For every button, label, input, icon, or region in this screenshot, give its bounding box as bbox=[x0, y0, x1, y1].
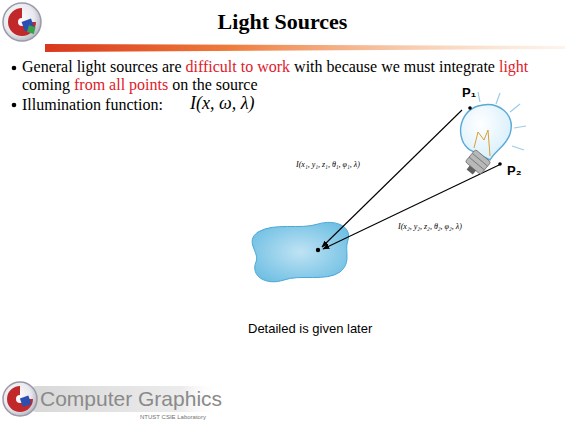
bullet-word: light bbox=[77, 58, 110, 75]
caption-note: Detailed is given later bbox=[248, 322, 372, 337]
bullet-word: are bbox=[162, 58, 186, 75]
bullet-word: General bbox=[22, 58, 77, 75]
logo bbox=[3, 3, 41, 41]
bullet-word: light bbox=[499, 58, 528, 75]
bullet-word: difficult bbox=[186, 58, 241, 75]
bullet-word: from bbox=[74, 76, 109, 93]
bullet-text: Illumination function: bbox=[22, 96, 163, 114]
bullet-word: the bbox=[192, 76, 216, 93]
bullet-word: with bbox=[294, 58, 326, 75]
formula: I(x, ω, λ) bbox=[190, 93, 254, 114]
point-label: P₂ bbox=[507, 164, 521, 179]
bullet-word: work bbox=[257, 58, 294, 75]
bullet-word: integrate bbox=[439, 58, 499, 75]
bullet-word: to bbox=[241, 58, 257, 75]
bullet-word: points bbox=[129, 76, 172, 93]
point-label: P₁ bbox=[462, 86, 476, 101]
surface-patch bbox=[252, 222, 348, 281]
light-ray-arrow bbox=[323, 165, 499, 249]
footer-lab: NTUST CSIE Laboratory bbox=[140, 414, 206, 421]
ray-label: I(x₂, y₂, z₂, θ₂, φ₂, λ) bbox=[398, 222, 462, 231]
bullet-word: all bbox=[109, 76, 129, 93]
bullet-word: sources bbox=[110, 58, 162, 75]
surface-point bbox=[316, 248, 320, 252]
light-ray-arrow bbox=[322, 110, 462, 247]
bullet-word: must bbox=[404, 58, 439, 75]
bullet-text: General light sources are difficult to w… bbox=[22, 58, 532, 95]
slide-title: Light Sources bbox=[0, 9, 565, 34]
bullet-dot bbox=[12, 103, 17, 108]
bullet-word: on bbox=[172, 76, 192, 93]
light-bulb bbox=[461, 92, 526, 178]
bullet-dot bbox=[12, 66, 17, 71]
bullet-word: coming bbox=[22, 76, 74, 93]
title-bar bbox=[45, 44, 565, 52]
bullet-word: because bbox=[327, 58, 382, 75]
ray-label: I(x₁, y₁, z₁, θ₁, φ₁, λ) bbox=[296, 160, 360, 169]
bullet-word: source bbox=[216, 76, 258, 93]
bullet-word: we bbox=[381, 58, 404, 75]
footer-title: Computer Graphics bbox=[40, 387, 222, 411]
